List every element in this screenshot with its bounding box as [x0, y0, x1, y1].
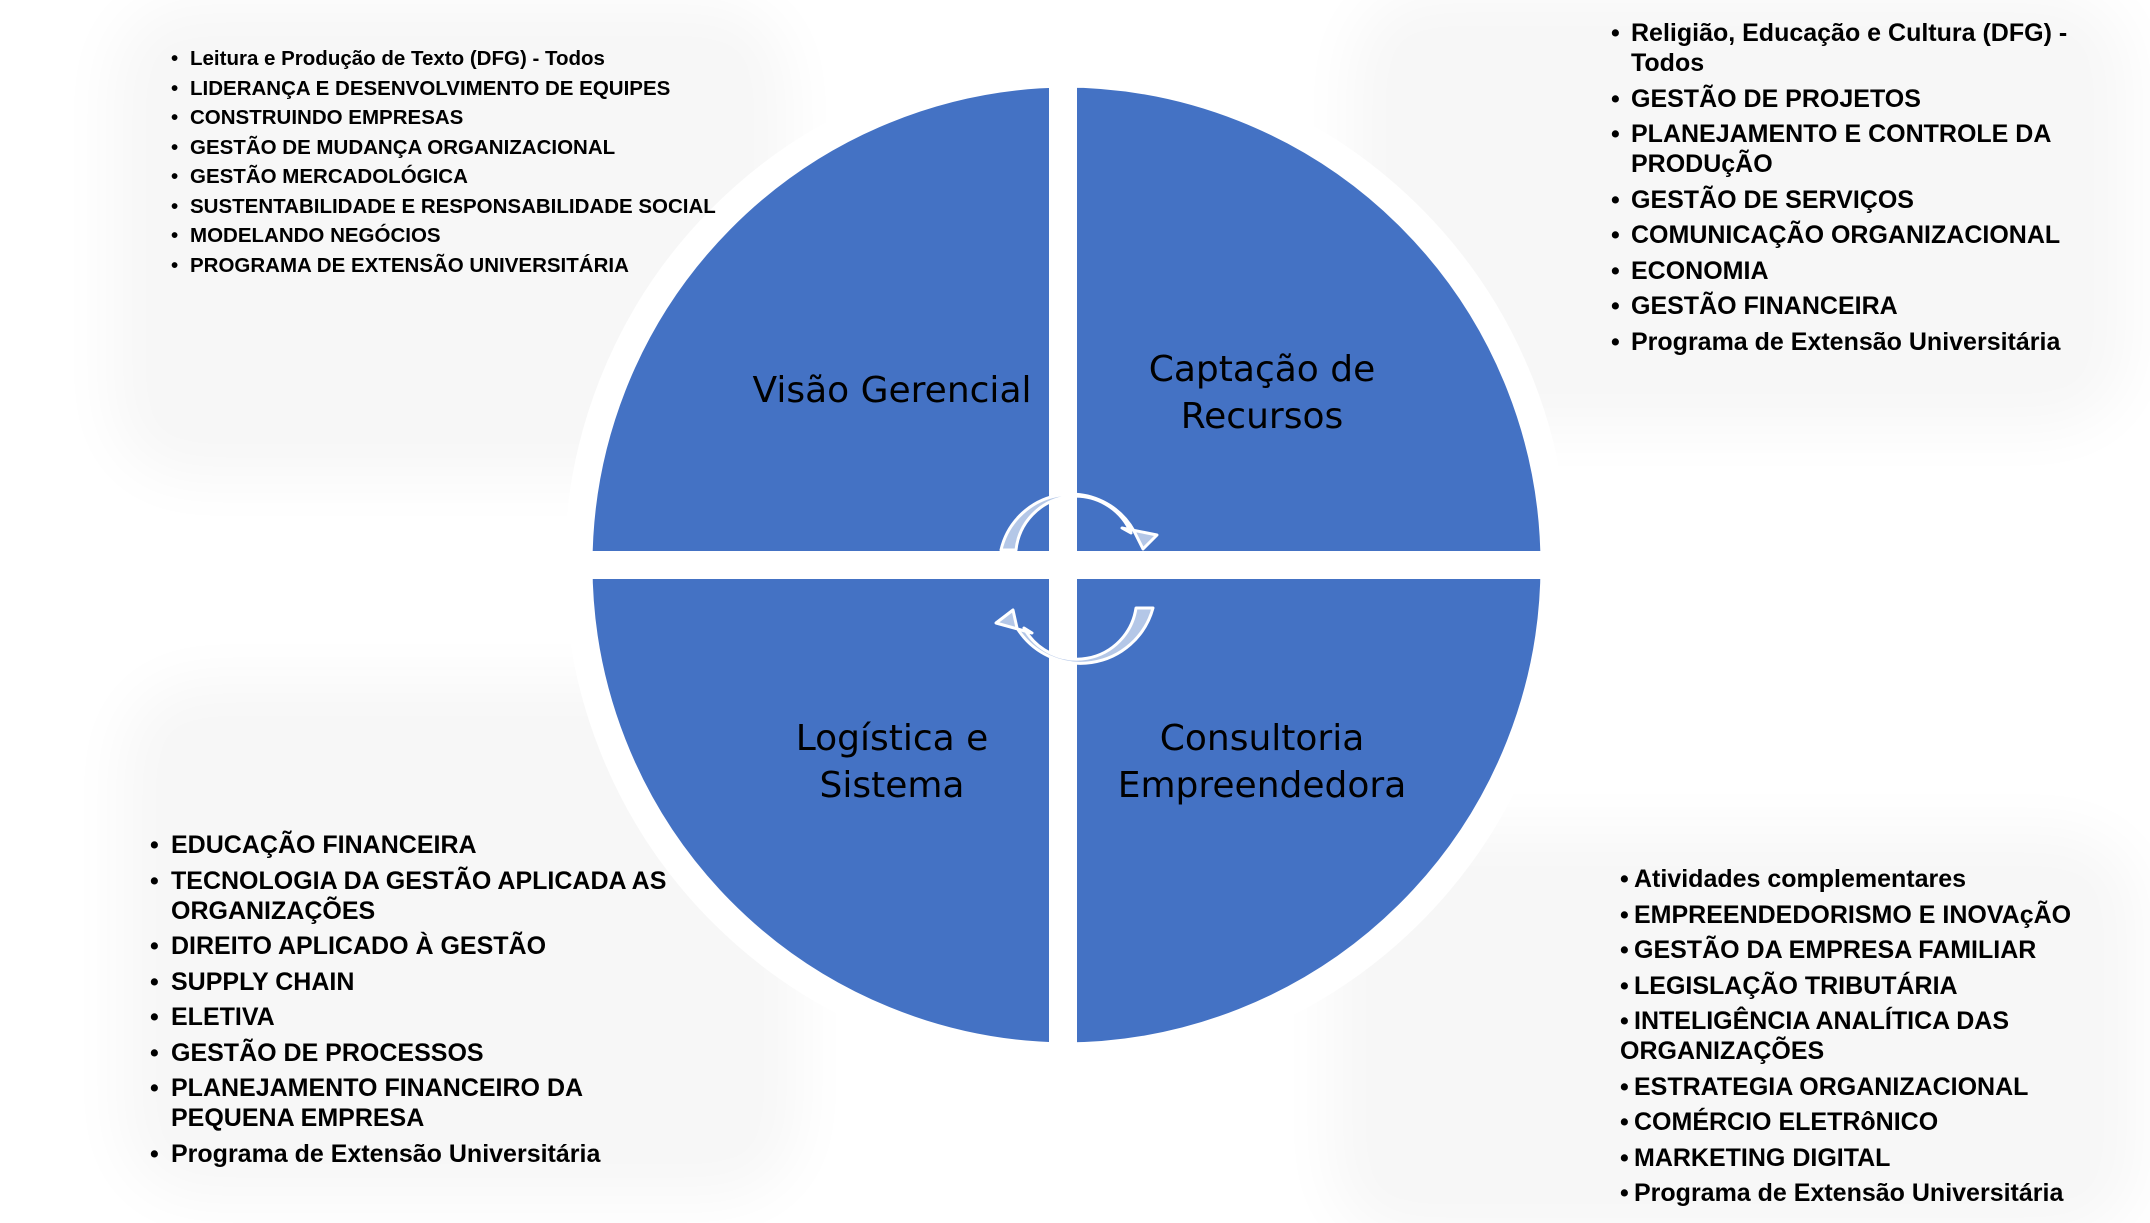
list-item: •SUPPLY CHAIN — [150, 967, 355, 996]
quadrant-title-line: Empreendedora — [1117, 765, 1407, 806]
list-item: •MODELANDO NEGÓCIOS — [171, 224, 441, 247]
list-item-text: GESTÃO MERCADOLÓGICA — [190, 165, 468, 188]
list-item: •PLANEJAMENTO FINANCEIRO DA PEQUENA EMPR… — [150, 1074, 583, 1132]
list-item-text: PLANEJAMENTO FINANCEIRO DA PEQUENA EMPRE… — [171, 1074, 583, 1132]
list-item: •Atividades complementares — [1620, 865, 1967, 893]
list-item-text: EMPREENDEDORISMO E INOVAçÃO — [1634, 900, 2072, 929]
list-item-text: INTELIGÊNCIA ANALÍTICA DAS ORGANIZAÇÕES — [1620, 1007, 2009, 1065]
quadrant-title-line: Captação de — [1148, 349, 1376, 390]
quadrant-title-captacao-de-recursos: Captação de Recursos — [1052, 346, 1472, 440]
quadrant-title-visao-gerencial: Visão Gerencial — [682, 367, 1102, 414]
list-item-text: GESTÃO DE PROCESSOS — [171, 1038, 484, 1067]
list-item: •PLANEJAMENTO E CONTROLE DA PRODUçÃO — [1611, 120, 2051, 178]
list-item-text: CONSTRUINDO EMPRESAS — [190, 106, 464, 129]
list-item: •COMÉRCIO ELETRôNICO — [1620, 1108, 1939, 1136]
list-item: •Religião, Educação e Cultura (DFG) - To… — [1611, 19, 2068, 77]
quadrant-title-line: Logística e — [795, 718, 989, 759]
quadrant-title-consultoria-empreendedora: Consultoria Empreendedora — [1052, 715, 1472, 809]
list-item: •GESTÃO MERCADOLÓGICA — [171, 165, 468, 188]
list-item-text: LIDERANÇA E DESENVOLVIMENTO DE EQUIPES — [190, 76, 671, 100]
list-item: •ELETIVA — [150, 1003, 275, 1031]
cycle-arrow-icon — [994, 492, 1159, 665]
list-item: •Programa de Extensão Universitária — [1611, 327, 2061, 356]
course-list-logistica-e-sistema: •EDUCAÇÃO FINANCEIRA •TECNOLOGIA DA GEST… — [150, 830, 710, 1174]
list-item-text: COMUNICAÇÃO ORGANIZACIONAL — [1631, 221, 2061, 249]
list-item-text: MARKETING DIGITAL — [1634, 1143, 1891, 1172]
list-item-text: ECONOMIA — [1631, 256, 1769, 285]
list-item: •COMUNICAÇÃO ORGANIZACIONAL — [1611, 221, 2061, 249]
quadrant-top-left — [564, 59, 1077, 579]
list-item: •GESTÃO DE PROJETOS — [1611, 84, 1921, 113]
list-item: •INTELIGÊNCIA ANALÍTICA DAS ORGANIZAÇÕES — [1620, 1007, 2009, 1065]
list-item-text: LEGISLAÇÃO TRIBUTÁRIA — [1634, 971, 1958, 1000]
list-item: •GESTÃO FINANCEIRA — [1611, 292, 1898, 320]
list-item: •Leitura e Produção de Texto (DFG) - Tod… — [171, 47, 605, 70]
quadrant-title-line: Consultoria — [1159, 718, 1365, 759]
list-item: •ESTRATEGIA ORGANIZACIONAL — [1620, 1072, 2029, 1101]
list-item-text: GESTÃO DE SERVIÇOS — [1631, 185, 1914, 214]
quadrant-title-line: Visão Gerencial — [752, 370, 1032, 411]
list-item: •Programa de Extensão Universitária — [150, 1139, 601, 1168]
list-item-text: Programa de Extensão Universitária — [1631, 327, 2061, 356]
list-item-text: ESTRATEGIA ORGANIZACIONAL — [1634, 1072, 2029, 1101]
list-item-text: GESTÃO FINANCEIRA — [1631, 292, 1898, 320]
list-item-text: Programa de Extensão Universitária — [1634, 1179, 2064, 1207]
list-item: •CONSTRUINDO EMPRESAS — [171, 106, 464, 129]
course-list-visao-gerencial: •Leitura e Produção de Texto (DFG) - Tod… — [171, 44, 731, 280]
list-item-text: DIREITO APLICADO À GESTÃO — [171, 932, 547, 960]
list-item: •TECNOLOGIA DA GESTÃO APLICADA AS ORGANI… — [150, 866, 667, 925]
list-item: •ECONOMIA — [1611, 256, 1769, 285]
list-item-text: SUSTENTABILIDADE E RESPONSABILIDADE SOCI… — [190, 194, 716, 218]
list-item-text: EDUCAÇÃO FINANCEIRA — [171, 831, 477, 859]
list-item-text: ELETIVA — [171, 1003, 275, 1031]
list-item-text: Programa de Extensão Universitária — [171, 1139, 601, 1168]
list-item: •GESTÃO DE PROCESSOS — [150, 1038, 484, 1067]
list-item-text: Atividades complementares — [1634, 865, 1967, 893]
list-item: •LEGISLAÇÃO TRIBUTÁRIA — [1620, 971, 1958, 1000]
quadrant-bottom-right — [1049, 551, 1569, 1071]
list-item-text: TECNOLOGIA DA GESTÃO APLICADA AS ORGANIZ… — [171, 866, 667, 925]
list-item: •SUSTENTABILIDADE E RESPONSABILIDADE SOC… — [171, 194, 716, 218]
list-item: •MARKETING DIGITAL — [1620, 1143, 1891, 1172]
list-item: •Programa de Extensão Universitária — [1620, 1179, 2064, 1207]
list-item-text: MODELANDO NEGÓCIOS — [190, 224, 441, 247]
list-item-text: COMÉRCIO ELETRôNICO — [1634, 1108, 1939, 1136]
list-item: •GESTÃO DA EMPRESA FAMILIAR — [1620, 936, 2037, 964]
list-item-text: GESTÃO DE MUDANÇA ORGANIZACIONAL — [190, 135, 616, 159]
list-item: •GESTÃO DE SERVIÇOS — [1611, 185, 1914, 214]
list-item-text: GESTÃO DE PROJETOS — [1631, 84, 1921, 113]
list-panel-bottom-right — [1370, 870, 2100, 1200]
list-item: •EDUCAÇÃO FINANCEIRA — [150, 831, 477, 859]
list-item-text: SUPPLY CHAIN — [171, 967, 355, 996]
course-list-consultoria-empreendedora: •Atividades complementares •EMPREENDEDOR… — [1620, 864, 2120, 1214]
quadrant-top-right — [1049, 59, 1569, 579]
course-list-captacao-de-recursos: •Religião, Educação e Cultura (DFG) - To… — [1611, 18, 2131, 362]
list-item-text: PROGRAMA DE EXTENSÃO UNIVERSITÁRIA — [190, 253, 629, 277]
list-item-text: GESTÃO DA EMPRESA FAMILIAR — [1634, 936, 2037, 964]
list-item: •PROGRAMA DE EXTENSÃO UNIVERSITÁRIA — [171, 253, 629, 277]
quadrant-bottom-left — [564, 551, 1077, 1071]
list-item: •EMPREENDEDORISMO E INOVAçÃO — [1620, 900, 2072, 929]
list-item: •GESTÃO DE MUDANÇA ORGANIZACIONAL — [171, 135, 616, 159]
quadrant-title-logistica-e-sistema: Logística e Sistema — [682, 715, 1102, 809]
list-item: •DIREITO APLICADO À GESTÃO — [150, 932, 547, 960]
list-item-text: PLANEJAMENTO E CONTROLE DA PRODUçÃO — [1631, 120, 2051, 178]
list-item: •LIDERANÇA E DESENVOLVIMENTO DE EQUIPES — [171, 76, 671, 100]
quadrant-title-line: Sistema — [819, 765, 965, 806]
list-item-text: Religião, Educação e Cultura (DFG) - Tod… — [1631, 19, 2068, 77]
list-item-text: Leitura e Produção de Texto (DFG) - Todo… — [190, 47, 605, 70]
quadrant-title-line: Recursos — [1180, 396, 1344, 437]
